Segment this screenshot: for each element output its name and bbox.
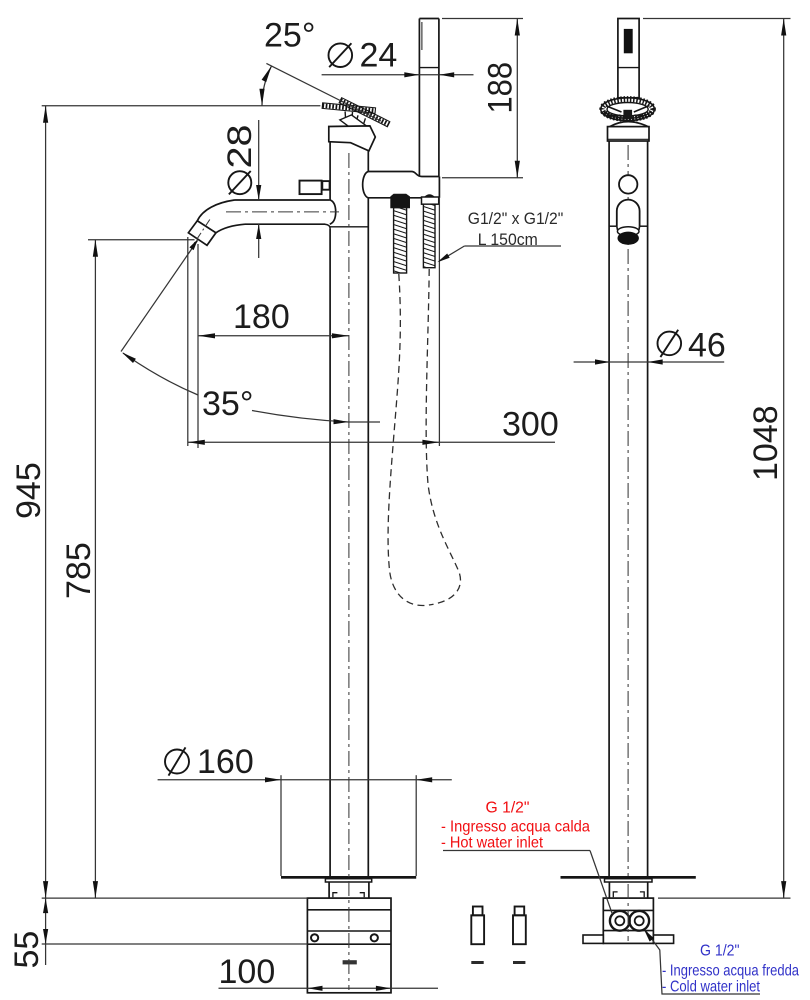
svg-text:- Ingresso acqua calda: - Ingresso acqua calda <box>441 819 590 836</box>
svg-text:785: 785 <box>60 542 98 599</box>
svg-text:L 150cm: L 150cm <box>478 231 538 249</box>
svg-text:- Cold water inlet: - Cold water inlet <box>662 979 760 996</box>
svg-text:1048: 1048 <box>747 405 785 481</box>
svg-text:- Hot water inlet: - Hot water inlet <box>441 835 543 852</box>
svg-text:180: 180 <box>233 298 290 336</box>
svg-text:945: 945 <box>10 462 48 519</box>
svg-text:55: 55 <box>8 931 46 969</box>
svg-text:- Ingresso acqua fredda: - Ingresso acqua fredda <box>662 963 799 980</box>
svg-text:35°: 35° <box>202 385 253 423</box>
svg-text:188: 188 <box>482 62 520 114</box>
svg-text:300: 300 <box>502 406 559 444</box>
svg-text:160: 160 <box>197 743 254 781</box>
svg-text:46: 46 <box>688 327 726 365</box>
svg-text:G1/2" x G1/2": G1/2" x G1/2" <box>468 210 564 228</box>
svg-text:100: 100 <box>219 953 276 991</box>
svg-text:24: 24 <box>360 37 398 75</box>
svg-text:25°: 25° <box>264 17 315 55</box>
svg-text:G 1/2": G 1/2" <box>486 800 530 817</box>
svg-text:28: 28 <box>221 125 259 169</box>
svg-text:G 1/2": G 1/2" <box>700 943 740 960</box>
